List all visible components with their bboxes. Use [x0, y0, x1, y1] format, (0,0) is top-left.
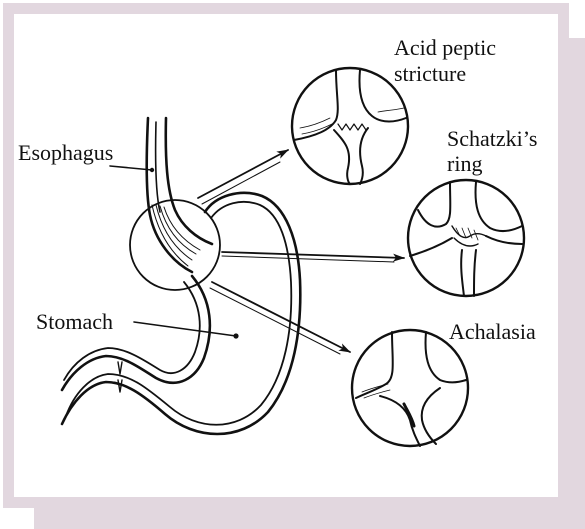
schatzki-label-line2: ring [447, 152, 482, 175]
arrow-achalasia [210, 282, 350, 354]
arrow-acid-peptic [198, 150, 288, 204]
arrow-schatzki [222, 252, 404, 262]
acid-peptic-label-line2: stricture [394, 62, 466, 85]
acid-peptic-label-line1: Acid peptic [394, 36, 496, 59]
esophagus-label: Esophagus [18, 141, 113, 164]
achalasia-inset [352, 330, 468, 446]
achalasia-label: Achalasia [449, 320, 536, 343]
schatzki-label-line1: Schatzki’s [447, 127, 537, 150]
stomach-label: Stomach [36, 310, 113, 333]
schatzki-ring-inset [408, 180, 524, 296]
esophagus-leader-dot [150, 168, 154, 172]
stomach-leader [134, 322, 236, 336]
acid-peptic-stricture-inset [292, 68, 408, 184]
stomach-leader-dot [233, 333, 238, 338]
